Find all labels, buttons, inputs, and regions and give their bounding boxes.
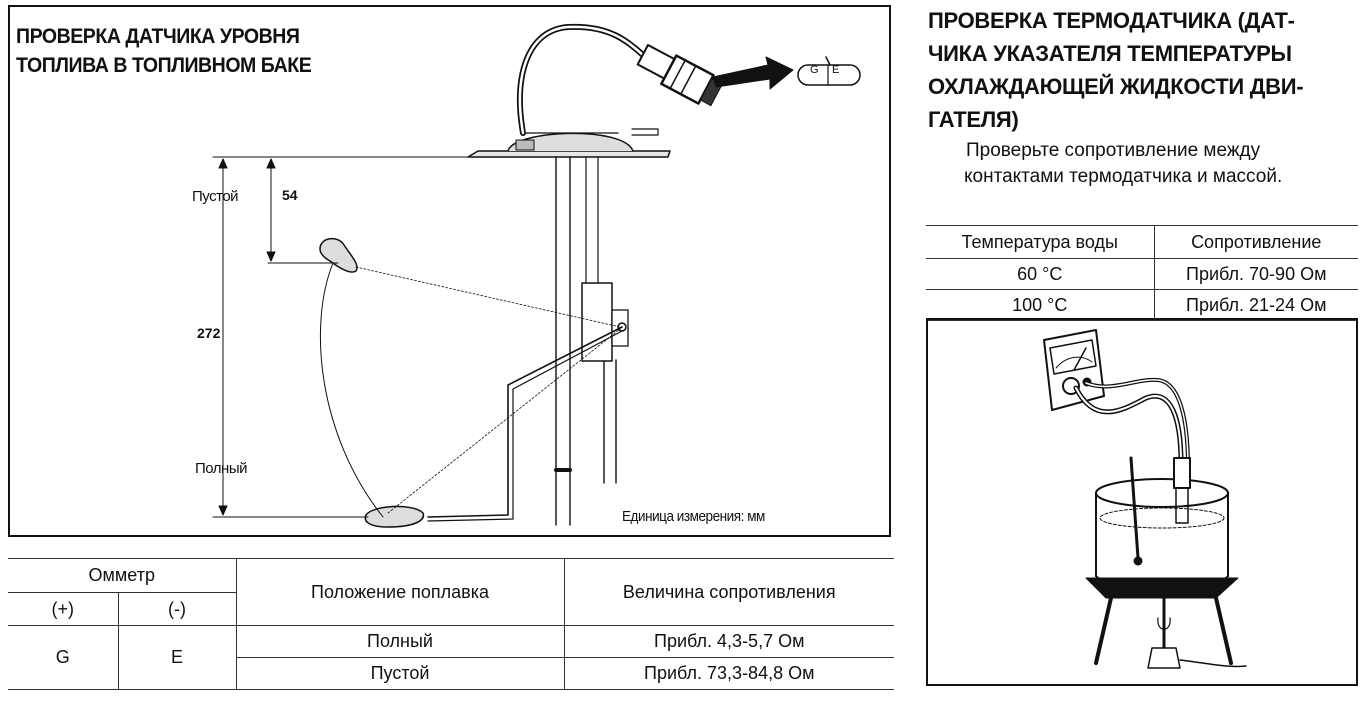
header-resistance: Величина сопротивления <box>564 558 894 626</box>
thermo-title-line1: ПРОВЕРКА ТЕРМОДАТЧИКА (ДАТ- <box>928 8 1295 33</box>
unit-label: Единица измерения: мм <box>622 508 765 525</box>
cell-g: G <box>8 625 119 690</box>
thermo-resistance-table: Температура воды Сопротивление 60 °C При… <box>926 225 1358 321</box>
thermo-sensor-title: ПРОВЕРКА ТЕРМОДАТЧИКА (ДАТ- ЧИКА УКАЗАТЕ… <box>928 4 1356 136</box>
thermo-text-line2: контактами термодатчика и массой. <box>964 166 1283 187</box>
fuel-sensor-figure <box>8 5 891 537</box>
cell-value-60: Прибл. 70-90 Ом <box>1154 258 1358 290</box>
connector-pin-e: E <box>832 64 840 76</box>
label-full: Полный <box>195 460 248 477</box>
header-thermo-resistance: Сопротивление <box>1154 225 1358 259</box>
dimension-54: 54 <box>282 187 298 203</box>
fuel-sensor-diagram <box>212 23 861 528</box>
cell-value-full: Прибл. 4,3-5,7 Ом <box>564 625 894 658</box>
header-minus: (-) <box>118 592 237 626</box>
thermo-title-line2: ЧИКА УКАЗАТЕЛЯ ТЕМПЕРАТУРЫ <box>928 41 1292 66</box>
dimension-272: 272 <box>197 325 221 341</box>
thermo-title-line3: ОХЛАЖДАЮЩЕЙ ЖИДКОСТИ ДВИ- <box>928 74 1304 99</box>
connector-pin-g: G <box>810 64 819 76</box>
thermo-instruction: Проверьте сопротивление между контактами… <box>964 138 1356 190</box>
cell-position-full: Полный <box>236 625 565 658</box>
thermo-title-line4: ГАТЕЛЯ) <box>928 107 1019 132</box>
header-float-position: Положение поплавка <box>236 558 565 626</box>
fuel-sensor-title: ПРОВЕРКА ДАТЧИКА УРОВНЯ ТОПЛИВА В ТОПЛИВ… <box>16 22 312 80</box>
label-empty: Пустой <box>192 188 239 205</box>
fuel-sensor-title-line1: ПРОВЕРКА ДАТЧИКА УРОВНЯ <box>16 25 300 48</box>
thermo-test-illustration <box>1043 329 1247 669</box>
thermo-sensor-figure <box>926 318 1358 686</box>
cell-temp-100: 100 °C <box>926 289 1155 321</box>
fuel-sensor-title-line2: ТОПЛИВА В ТОПЛИВНОМ БАКЕ <box>16 54 312 77</box>
cell-value-100: Прибл. 21-24 Ом <box>1154 289 1358 321</box>
header-ohmmeter: Омметр <box>8 558 237 593</box>
header-plus: (+) <box>8 592 119 626</box>
fuel-resistance-table: Омметр Положение поплавка Величина сопро… <box>8 558 894 690</box>
cell-position-empty: Пустой <box>236 657 565 690</box>
header-water-temp: Температура воды <box>926 225 1155 259</box>
cell-value-empty: Прибл. 73,3-84,8 Ом <box>564 657 894 690</box>
thermo-text-line1: Проверьте сопротивление между <box>966 140 1261 161</box>
cell-temp-60: 60 °C <box>926 258 1155 290</box>
cell-e: E <box>118 625 237 690</box>
